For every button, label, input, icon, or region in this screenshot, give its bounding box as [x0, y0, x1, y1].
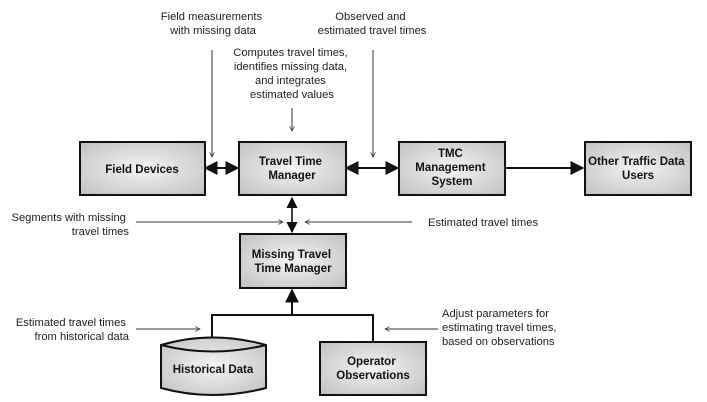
node-operator-observations: Operator Observations: [319, 341, 427, 396]
node-label: Users: [622, 170, 654, 182]
annotation-adjust-parameters: Adjust parameters for estimating travel …: [442, 308, 560, 348]
node-other-traffic-data-users: Other Traffic Data Users: [584, 141, 692, 196]
node-label: Other Traffic Data: [588, 156, 685, 168]
node-label: Operator: [347, 356, 396, 368]
node-travel-time-manager: Travel Time Manager: [238, 141, 347, 196]
svg-text:Other Traffic Data Users: Other Traffic Data Users: [588, 156, 688, 182]
node-label: Manager: [268, 170, 316, 182]
svg-text:Travel Time Manager: Travel Time Manager: [259, 156, 325, 182]
node-historical-data: Historical Data: [160, 336, 267, 396]
svg-text:Historical Data: Historical Data: [173, 364, 254, 376]
node-label: Travel Time: [259, 156, 322, 168]
node-label: Missing Travel: [252, 249, 331, 261]
svg-text:TMC Management Sys: TMC Management System: [415, 148, 489, 188]
annotation-observed-estimated: Observed and estimated travel times: [318, 11, 427, 37]
node-tmc-management-system: TMC Management System: [398, 141, 506, 196]
node-label: Historical Data: [173, 364, 254, 376]
svg-text:Missing Travel Time Mana: Missing Travel Time Manager: [252, 249, 334, 275]
node-label: System: [432, 176, 473, 188]
annotation-field-measurements: Field measurements with missing data: [161, 11, 265, 37]
node-label: Management: [415, 162, 485, 174]
node-label: Time Manager: [254, 263, 332, 275]
node-missing-travel-time-manager: Missing Travel Time Manager: [239, 233, 347, 289]
node-label: TMC: [438, 148, 463, 160]
node-field-devices: Field Devices: [79, 141, 206, 196]
annotation-estimated-historical: Estimated travel times from historical d…: [16, 317, 130, 343]
svg-text:Field Devices: Field Devices: [105, 164, 179, 176]
svg-text:Operator Observations: Operator Observations: [336, 356, 410, 382]
annotation-segments-missing: Segments with missing travel times: [11, 212, 129, 238]
annotation-estimated-times: Estimated travel times: [428, 217, 538, 229]
node-label: Observations: [336, 370, 410, 382]
annotation-computes: Computes travel times, identifies missin…: [233, 47, 351, 101]
node-label: Field Devices: [105, 164, 179, 176]
